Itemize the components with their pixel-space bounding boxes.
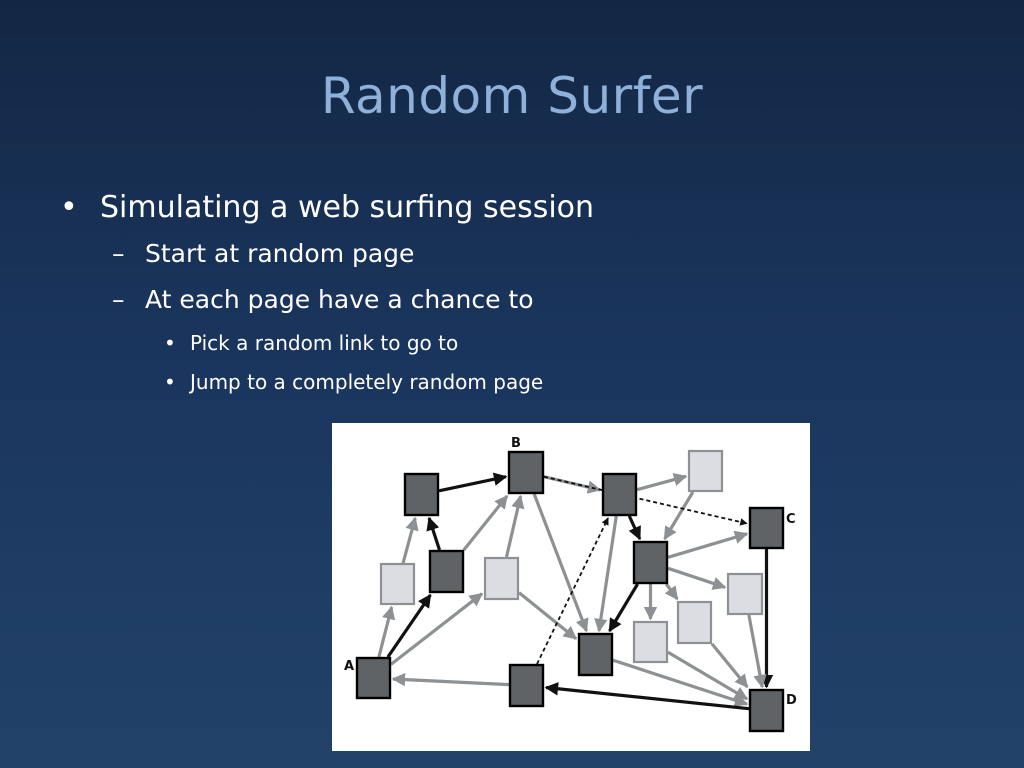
graph-node-dark [403,472,440,517]
node-label-b: B [511,436,521,451]
graph-node-dark [748,688,785,733]
graph-edge-n15-n3 [536,517,609,665]
web-graph-figure: A B C D [332,423,810,751]
graph-node-light [726,572,764,616]
graph-node-light [483,556,520,601]
bullet-text: Simulating a web surfing session [100,190,595,225]
dash-marker: – [112,285,125,314]
graph-edge-n6-n1 [401,516,419,564]
graph-edge-n9-n13 [608,583,639,633]
graph-edge-n7-n1 [426,516,442,551]
graph-edge-n3-n9 [627,515,642,541]
graph-node-dark [355,656,392,700]
graph-edge-n10-D [747,614,767,689]
graph-edge-n8-B [504,494,525,558]
dash-marker: – [112,239,125,268]
graph-node-light [676,600,713,645]
slide-title: Random Surfer [320,67,704,125]
graph-edge-n3-n4 [636,473,688,492]
bullet-item: • Simulating a web surfing session [58,186,594,230]
node-label-a: A [344,659,354,674]
graph-edge-n12-D [667,650,749,701]
sub-sub-bullet-text: Jump to a completely random page [190,370,544,394]
graph-edge-D-n15 [544,682,750,711]
sub-bullet-item: – Start at random page [58,236,594,272]
node-label-c: C [786,512,796,527]
graph-edge-A-n8 [390,592,484,666]
bullet-marker: • [164,370,176,394]
graph-edge-n15-A [391,672,510,687]
graph-edge-n3-n13 [594,515,618,633]
graph-node-light [379,562,416,606]
sub-bullet-text: Start at random page [145,239,415,268]
sub-sub-bullet-item: • Pick a random link to go to [58,328,594,358]
graph-edge-n1-B [438,472,508,493]
graph-node-dark [577,632,614,677]
graph-edge-n7-B [462,494,509,552]
graph-node-dark [601,472,638,517]
sub-bullet-text: At each page have a chance to [145,285,534,314]
sub-sub-bullet-item: • Jump to a completely random page [58,367,594,397]
graph-edge-n9-n10 [667,566,727,590]
graph-node-dark [507,450,545,495]
graph-node-dark [428,549,465,594]
graph-edge-n8-n13 [517,591,578,640]
bullet-marker: • [164,331,176,355]
graph-node-dark [632,540,669,585]
graph-edge-n9-n11 [664,583,679,601]
graph-node-light [687,449,724,493]
graph-edge-A-n6 [377,605,396,658]
graph-edge-n13-D [612,658,749,707]
bullet-marker: • [60,190,78,225]
graph-node-light [632,620,669,664]
graph-edge-n11-D [710,642,749,689]
sub-bullet-item: – At each page have a chance to [58,282,594,318]
sub-sub-bullet-text: Pick a random link to go to [190,331,459,355]
graph-edge-n4-n9 [663,491,695,541]
graph-edge-n9-C [667,530,749,559]
node-label-d: D [786,693,797,708]
bullet-list: • Simulating a web surfing session – Sta… [58,186,594,397]
web-graph-diagram: A B C D [344,436,797,733]
graph-edge-A-n7 [386,593,432,658]
graph-node-dark [508,663,545,708]
graph-node-dark [748,506,785,550]
graph-edge-B-n13 [532,493,589,633]
